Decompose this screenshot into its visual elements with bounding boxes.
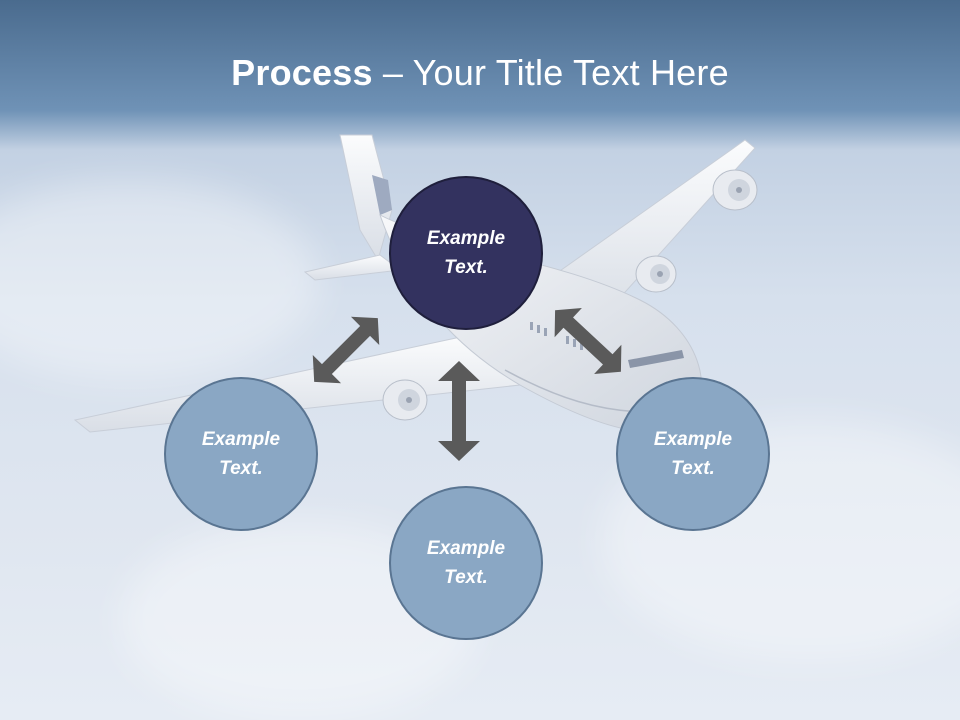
title-rest: – Your Title Text Here <box>372 52 729 93</box>
left-node-label: Example Text. <box>201 429 281 479</box>
bottom-node: Example Text. <box>389 486 543 640</box>
right-node-label: Example Text. <box>653 429 733 479</box>
right-node: Example Text. <box>616 377 770 531</box>
title-bold: Process <box>231 52 373 93</box>
cloud-decoration <box>0 180 320 380</box>
center-node: Example Text. <box>389 176 543 330</box>
slide-title: Process – Your Title Text Here <box>0 52 960 94</box>
left-node: Example Text. <box>164 377 318 531</box>
center-node-label: Example Text. <box>426 228 506 278</box>
arrow-center-right <box>554 307 622 375</box>
arrow-center-left <box>312 316 380 384</box>
bottom-node-label: Example Text. <box>426 538 506 588</box>
arrow-center-bottom <box>438 361 480 461</box>
